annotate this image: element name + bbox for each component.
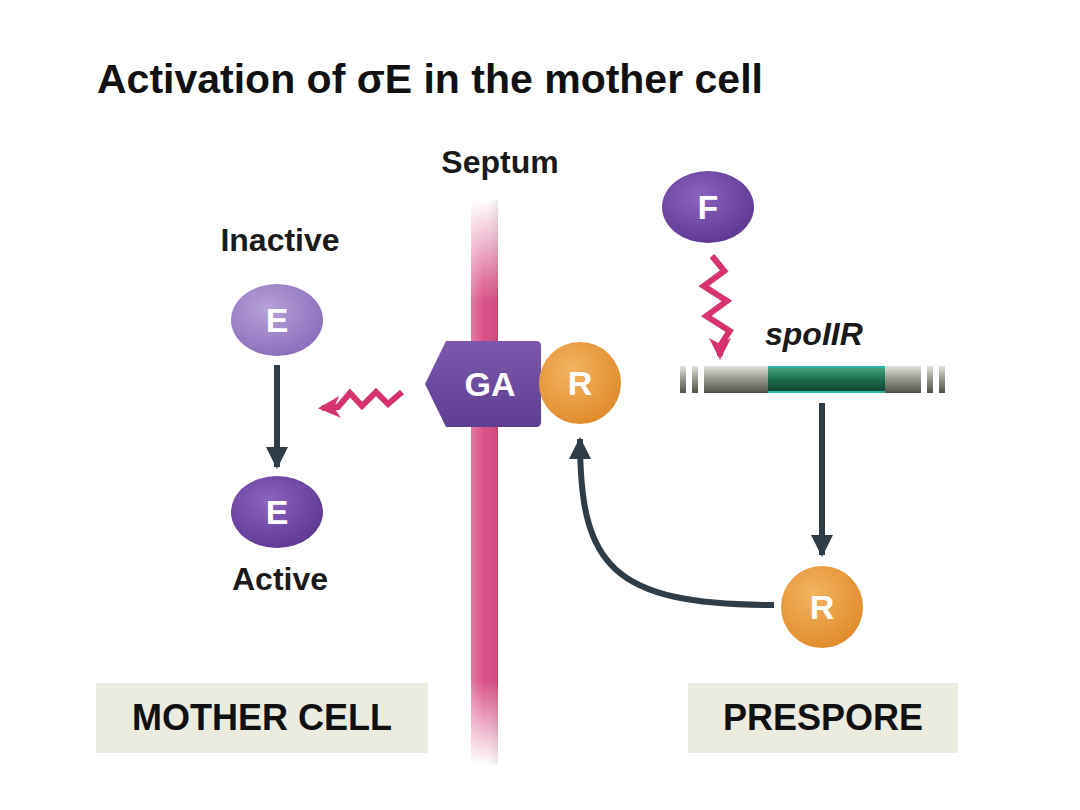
node-text: spoIIR (765, 316, 863, 353)
sigma-factor: F (661, 170, 755, 244)
compartment-box: PRESPORE (688, 683, 958, 753)
sigma-factor-inactive: E (230, 283, 324, 357)
node-text: E (266, 493, 289, 532)
node-text: GA (465, 365, 516, 404)
signal-protein: R (538, 341, 622, 425)
node-text: R (810, 588, 835, 627)
protease-complex: GA (424, 340, 542, 428)
flow-arrow (580, 439, 774, 605)
node-text: F (698, 188, 719, 227)
septum-membrane (471, 200, 498, 765)
state-label: Inactive (220, 222, 339, 259)
signal-protein: R (780, 565, 864, 649)
septum-shading (471, 200, 498, 765)
gene-bar: spoIIR (680, 366, 945, 393)
node-text: R (568, 364, 593, 403)
gene-band (680, 366, 945, 393)
signal-zigzag-arrow (704, 256, 730, 356)
state-label: Active (232, 561, 328, 598)
sigma-factor-active: E (230, 475, 324, 549)
compartment-box: MOTHER CELL (96, 683, 428, 753)
septum-label: Septum (441, 144, 558, 181)
diagram-title: Activation of σE in the mother cell (97, 56, 763, 103)
node-text: E (266, 301, 289, 340)
activation-signal (322, 392, 402, 408)
node-text: PRESPORE (723, 697, 923, 739)
flow-arrow (819, 403, 825, 555)
node-text: MOTHER CELL (132, 697, 392, 739)
flow-arrow (274, 365, 280, 467)
